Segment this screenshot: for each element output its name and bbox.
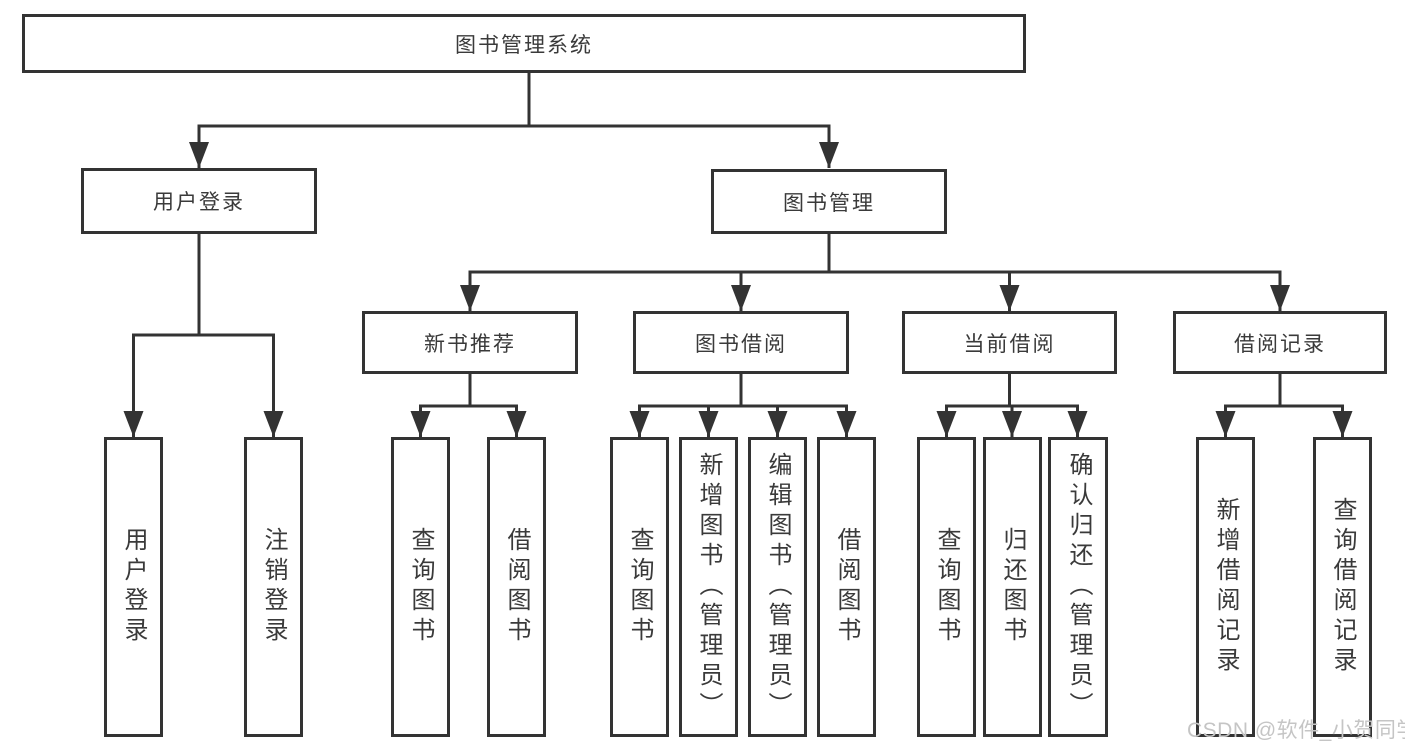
leaf-add-borrow-record: 新增借阅记录 (1196, 437, 1255, 737)
node-book-management: 图书管理 (711, 169, 947, 234)
node-library-management-system: 图书管理系统 (22, 14, 1026, 73)
leaf-return-books: 归还图书 (983, 437, 1042, 737)
node-new-book-recommend: 新书推荐 (362, 311, 578, 374)
node-borrow-records: 借阅记录 (1173, 311, 1387, 374)
node-book-borrow: 图书借阅 (633, 311, 849, 374)
leaf-query-books-borrow: 查询图书 (610, 437, 669, 737)
leaf-edit-books-admin: 编辑图书（管理员） (748, 437, 807, 737)
leaf-borrow-books-recommend: 借阅图书 (487, 437, 546, 737)
node-current-borrow: 当前借阅 (902, 311, 1117, 374)
leaf-logout-login: 注销登录 (244, 437, 303, 737)
leaf-borrow-books-borrow: 借阅图书 (817, 437, 876, 737)
leaf-user-login: 用户登录 (104, 437, 163, 737)
node-user-login: 用户登录 (81, 168, 317, 234)
leaf-confirm-return-admin: 确认归还（管理员） (1048, 437, 1108, 737)
leaf-query-books-current: 查询图书 (917, 437, 976, 737)
leaf-query-borrow-record: 查询借阅记录 (1313, 437, 1372, 737)
csdn-watermark: CSDN @软件_小贺同学 (1187, 719, 1405, 742)
leaf-add-books-admin: 新增图书（管理员） (679, 437, 738, 737)
leaf-query-books-recommend: 查询图书 (391, 437, 450, 737)
